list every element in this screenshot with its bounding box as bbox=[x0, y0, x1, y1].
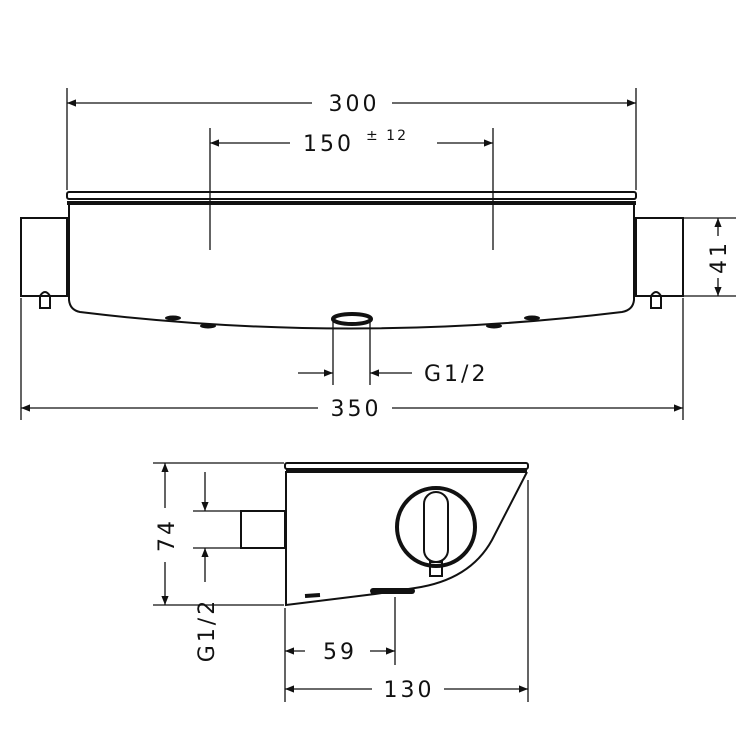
dim-300-label: 300 bbox=[329, 92, 380, 117]
front-body bbox=[68, 203, 635, 330]
side-inlet-connector bbox=[240, 510, 286, 549]
vent-slot bbox=[165, 315, 181, 321]
dim-150-tolerance: ± 12 bbox=[366, 128, 408, 144]
dim-130-label: 130 bbox=[384, 678, 435, 703]
dim-74-label: 74 bbox=[155, 518, 180, 552]
dim-59-label: 59 bbox=[323, 640, 357, 665]
knob-indicator bbox=[429, 561, 443, 577]
vent-slot bbox=[200, 323, 216, 329]
vent-slot bbox=[486, 323, 502, 329]
temperature-knob bbox=[395, 486, 477, 568]
outlet-opening bbox=[331, 312, 373, 326]
side-top-plate bbox=[284, 462, 529, 470]
side-outlet bbox=[370, 588, 415, 594]
knob-grip bbox=[423, 491, 449, 563]
right-inlet-connector bbox=[635, 217, 684, 297]
dim-41-label: 41 bbox=[707, 240, 732, 274]
left-inlet-connector bbox=[20, 217, 68, 297]
dim-inlet-thread-label: G1/2 bbox=[195, 598, 220, 662]
front-top-plate bbox=[66, 191, 637, 200]
right-hook bbox=[650, 291, 662, 309]
left-hook bbox=[39, 291, 51, 309]
side-body bbox=[285, 471, 528, 607]
dim-350-label: 350 bbox=[331, 397, 382, 422]
dim-outlet-thread-label: G1/2 bbox=[424, 362, 488, 387]
dim-150-label: 150 bbox=[303, 132, 354, 157]
side-view: 74 G1/2 59 130 bbox=[153, 462, 529, 703]
front-view: 300 150 ± 12 41 G1/2 350 bbox=[20, 88, 736, 422]
vent-slot bbox=[524, 315, 540, 321]
